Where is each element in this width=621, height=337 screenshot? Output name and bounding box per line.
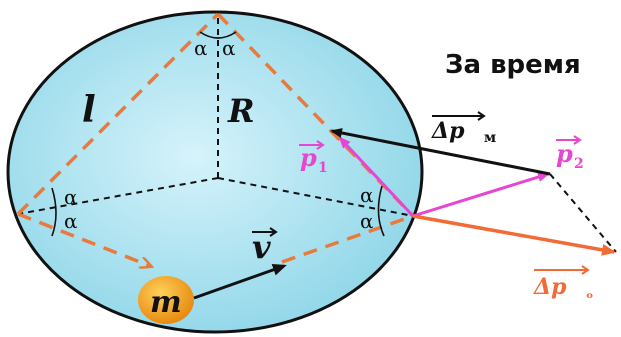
alpha-label-right-top: α <box>360 183 374 207</box>
p2-arrow <box>412 172 550 218</box>
p1-arrow <box>338 136 415 218</box>
alpha-label-right-bottom: α <box>360 209 374 233</box>
svg-text:p: p <box>300 143 317 172</box>
mass-label: m <box>150 285 182 320</box>
svg-text:Δp: Δp <box>533 274 567 300</box>
radius-lines <box>17 14 414 217</box>
p2-label: p 2 <box>556 135 584 172</box>
alpha-label-left-top: α <box>64 185 78 209</box>
angle-arcs <box>51 31 385 237</box>
construction-line <box>549 173 617 253</box>
svg-text:м: м <box>484 130 496 146</box>
delta-p-wall-arrow <box>412 214 616 256</box>
svg-text:p: p <box>556 139 573 168</box>
alpha-label-left-bottom: α <box>64 209 78 233</box>
svg-text:Δp: Δp <box>431 118 465 144</box>
svg-text:v: v <box>252 228 271 266</box>
molecule-path <box>16 12 415 266</box>
velocity-arrow <box>193 264 287 300</box>
heading-text: За время <box>445 50 581 80</box>
svg-text:2: 2 <box>574 156 584 172</box>
delta-p-molecule-arrow <box>330 128 551 176</box>
delta-p-wall-label: Δp ₒ <box>533 265 593 302</box>
svg-text:ₒ: ₒ <box>586 283 593 302</box>
radius-label: R <box>227 92 255 130</box>
velocity-label: v <box>252 227 278 266</box>
sphere <box>6 10 424 334</box>
alpha-label-top-right: α <box>222 36 236 60</box>
side-length-label: l <box>82 89 96 131</box>
mass-ball <box>138 276 194 324</box>
delta-p-molecule-label: Δp м <box>431 111 496 146</box>
p1-label: p 1 <box>299 140 328 176</box>
svg-text:1: 1 <box>318 160 328 176</box>
alpha-label-top-left: α <box>194 36 208 60</box>
